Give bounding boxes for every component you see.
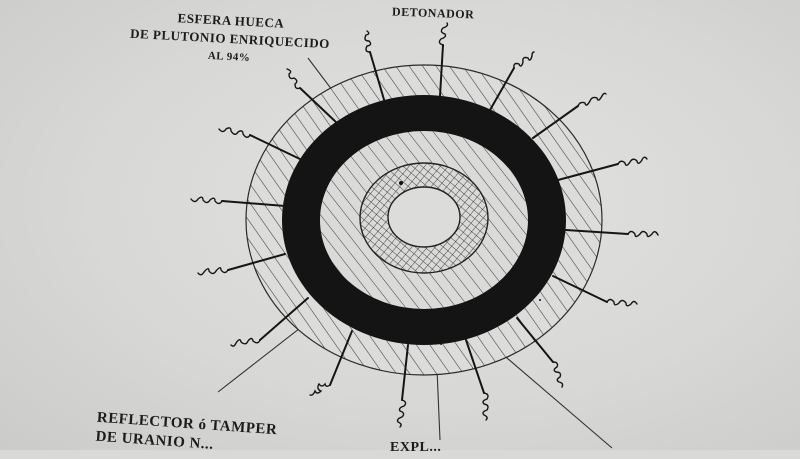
detonator-9	[396, 344, 409, 428]
detonator-label: DETONADOR	[391, 4, 475, 22]
detonator-5	[190, 196, 286, 207]
hollow-core	[387, 186, 461, 248]
detonator-2	[364, 30, 386, 104]
detonator-6	[197, 253, 286, 276]
detonator-11	[516, 317, 564, 388]
explosive-label: EXPL...	[390, 440, 442, 455]
detonator-13	[565, 229, 659, 238]
detonator-12	[552, 275, 638, 307]
detonator-8	[309, 330, 353, 396]
detonator-14	[557, 156, 648, 181]
detonator-7	[230, 297, 309, 347]
detonator-3	[286, 68, 339, 125]
detonator-1	[438, 22, 449, 97]
detonator-10	[465, 339, 489, 421]
detonators	[190, 22, 659, 428]
detonator-15	[532, 92, 607, 139]
detonator-16	[489, 51, 535, 111]
detonator-4	[218, 127, 303, 161]
